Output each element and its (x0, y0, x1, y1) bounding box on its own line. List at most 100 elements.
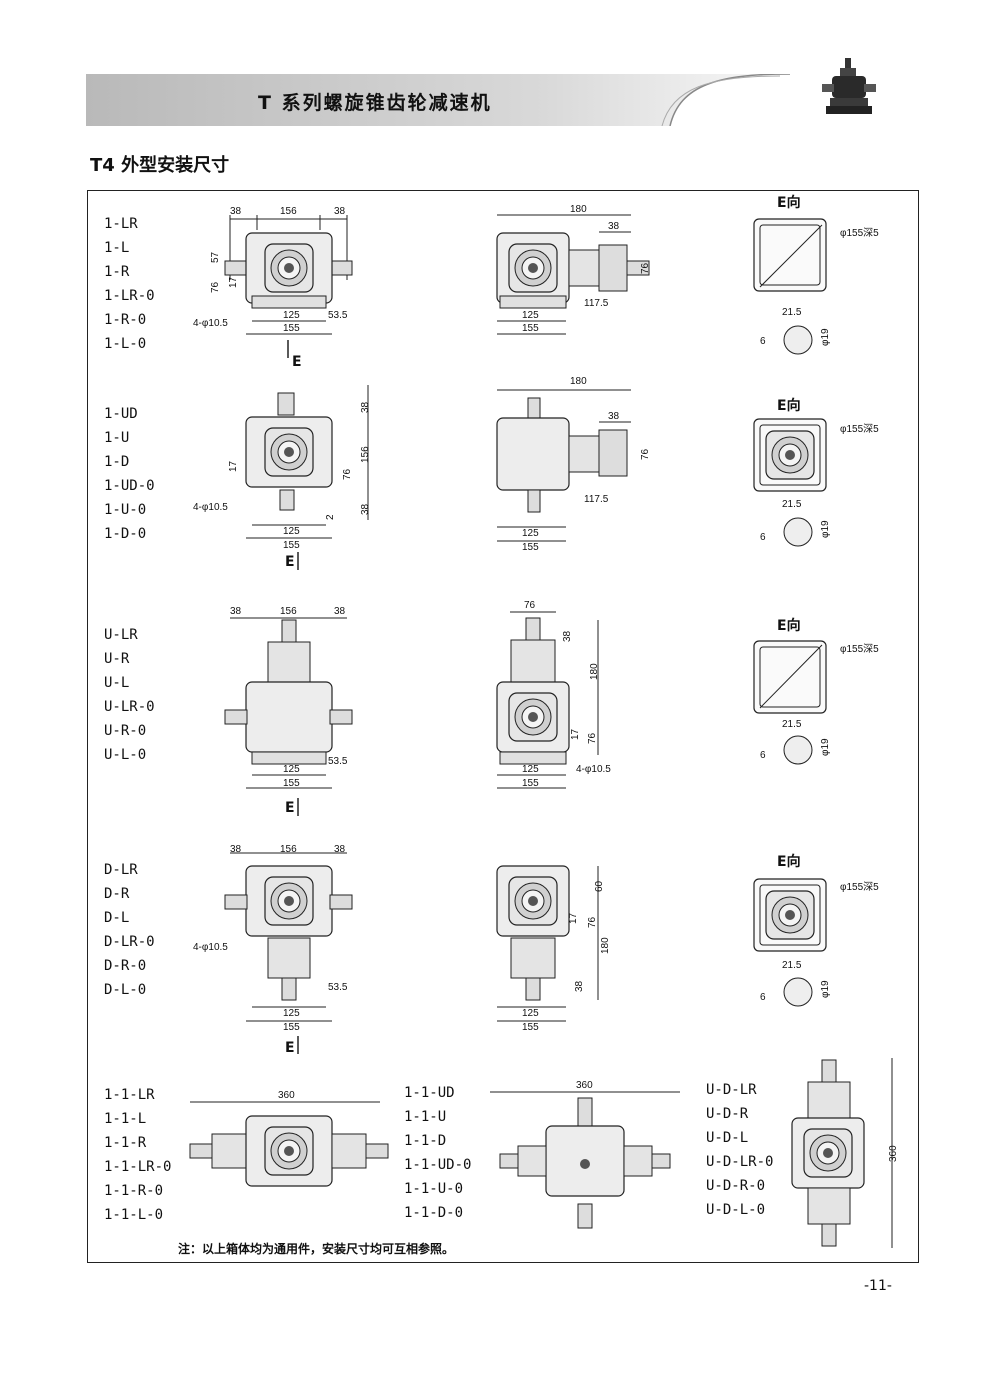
hole-spec: 4-φ10.5 (193, 502, 228, 513)
drawing-row4-front (224, 852, 353, 1022)
dim-6: 6 (760, 336, 766, 347)
dim-38: 38 (608, 411, 620, 422)
dim-76: 76 (640, 262, 651, 274)
dim-117-5: 117.5 (584, 298, 609, 309)
drawing-row4-side (496, 865, 599, 1022)
model-label: 1-LR-0 (104, 288, 155, 304)
model-list-5: 1-1-LR 1-1-L 1-1-R 1-1-LR-0 1-1-R-0 1-1-… (104, 1083, 171, 1227)
dim-38: 38 (334, 206, 346, 217)
model-label: 1-UD-0 (104, 478, 155, 494)
dim-76: 76 (640, 448, 651, 460)
dim-156: 156 (280, 206, 297, 217)
drawing-row2-side (496, 389, 631, 542)
dim-6: 6 (760, 532, 766, 543)
model-label: U-D-LR (706, 1082, 757, 1098)
model-label: 1-1-D-0 (404, 1205, 464, 1221)
model-label: U-LR-0 (104, 699, 155, 715)
dim-60: 60 (594, 880, 605, 892)
drawing-row5-middle (490, 1091, 680, 1229)
model-label: 1-1-R-0 (104, 1183, 164, 1199)
model-label: D-L (104, 910, 130, 926)
dim-phi19: φ19 (820, 328, 831, 346)
e-view-label: E向 (777, 194, 801, 211)
model-label: 1-1-UD (404, 1085, 455, 1101)
dim-155: 155 (522, 1022, 539, 1033)
dim-155: 155 (283, 540, 300, 551)
dim-76: 76 (524, 600, 536, 611)
dim-17: 17 (570, 728, 581, 740)
dim-38: 38 (562, 630, 573, 642)
dim-phi19: φ19 (820, 520, 831, 538)
dim-38: 38 (230, 206, 242, 217)
flange-spec: φ155深5 (840, 423, 879, 435)
model-label: D-LR (104, 862, 138, 878)
model-list-6: 1-1-UD 1-1-U 1-1-D 1-1-UD-0 1-1-U-0 1-1-… (404, 1081, 471, 1225)
dim-17: 17 (228, 460, 239, 472)
model-label: 1-1-R (104, 1135, 147, 1151)
model-label: U-L (104, 675, 130, 691)
drawing-row3-side (496, 611, 599, 789)
e-arrow-label: E (285, 800, 295, 816)
drawing-row5-right (791, 1058, 893, 1248)
dim-125: 125 (283, 310, 300, 321)
model-label: 1-R-0 (104, 312, 147, 328)
dim-2: 2 (325, 514, 336, 520)
model-list-3: U-LR U-R U-L U-LR-0 U-R-0 U-L-0 (104, 623, 155, 767)
header-title: T 系列螺旋锥齿轮减速机 (258, 92, 492, 114)
dim-38: 38 (230, 844, 242, 855)
shaft-section (783, 325, 813, 355)
model-label: 1-1-U-0 (404, 1181, 464, 1197)
e-arrow-label: E (292, 354, 302, 370)
model-label: 1-D-0 (104, 526, 147, 542)
dim-76: 76 (342, 468, 353, 480)
shaft-section (783, 517, 813, 547)
dim-38: 38 (334, 606, 346, 617)
e-view-flange (753, 218, 827, 292)
model-label: D-R (104, 886, 130, 902)
dim-180: 180 (570, 376, 587, 387)
dim-76: 76 (587, 732, 598, 744)
flange-spec: φ155深5 (840, 643, 879, 655)
dim-155: 155 (283, 778, 300, 789)
dim-57: 57 (210, 251, 221, 263)
e-view-label: E向 (777, 853, 801, 870)
e-view-label: E向 (777, 617, 801, 634)
flange-spec: φ155深5 (840, 881, 879, 893)
dim-360: 360 (576, 1080, 593, 1091)
model-label: 1-UD (104, 406, 138, 422)
drawing-row2-front (245, 385, 369, 539)
hole-spec: 4-φ10.5 (576, 764, 611, 775)
model-label: U-D-L-0 (706, 1202, 766, 1218)
model-label: 1-1-D (404, 1133, 447, 1149)
shaft-section (783, 735, 813, 765)
model-label: 1-1-L (104, 1111, 147, 1127)
dim-38: 38 (230, 606, 242, 617)
model-list-2: 1-UD 1-U 1-D 1-UD-0 1-U-0 1-D-0 (104, 402, 155, 546)
dim-38: 38 (608, 221, 620, 232)
model-list-4: D-LR D-R D-L D-LR-0 D-R-0 D-L-0 (104, 858, 155, 1002)
e-arrow-label: E (285, 554, 295, 570)
dim-38: 38 (574, 980, 585, 992)
dim-180: 180 (589, 663, 600, 680)
dim-53-5: 53.5 (328, 982, 348, 993)
model-label: 1-1-LR (104, 1087, 155, 1103)
dim-21-5: 21.5 (782, 960, 802, 971)
dim-155: 155 (522, 778, 539, 789)
dim-156: 156 (280, 844, 297, 855)
dim-76: 76 (210, 281, 221, 293)
model-label: U-L-0 (104, 747, 147, 763)
dim-76: 76 (587, 916, 598, 928)
dim-phi19: φ19 (820, 738, 831, 756)
dim-125: 125 (522, 310, 539, 321)
model-label: 1-1-L-0 (104, 1207, 164, 1223)
section-title: T4 外型安装尺寸 (90, 155, 230, 176)
model-label: U-D-L (706, 1130, 749, 1146)
model-label: 1-LR (104, 216, 138, 232)
drawing-row1-front (224, 215, 353, 335)
hole-spec: 4-φ10.5 (193, 318, 228, 329)
dim-6: 6 (760, 992, 766, 1003)
dim-17: 17 (228, 276, 239, 288)
drawing-frame (87, 190, 919, 1263)
model-label: U-R-0 (104, 723, 147, 739)
